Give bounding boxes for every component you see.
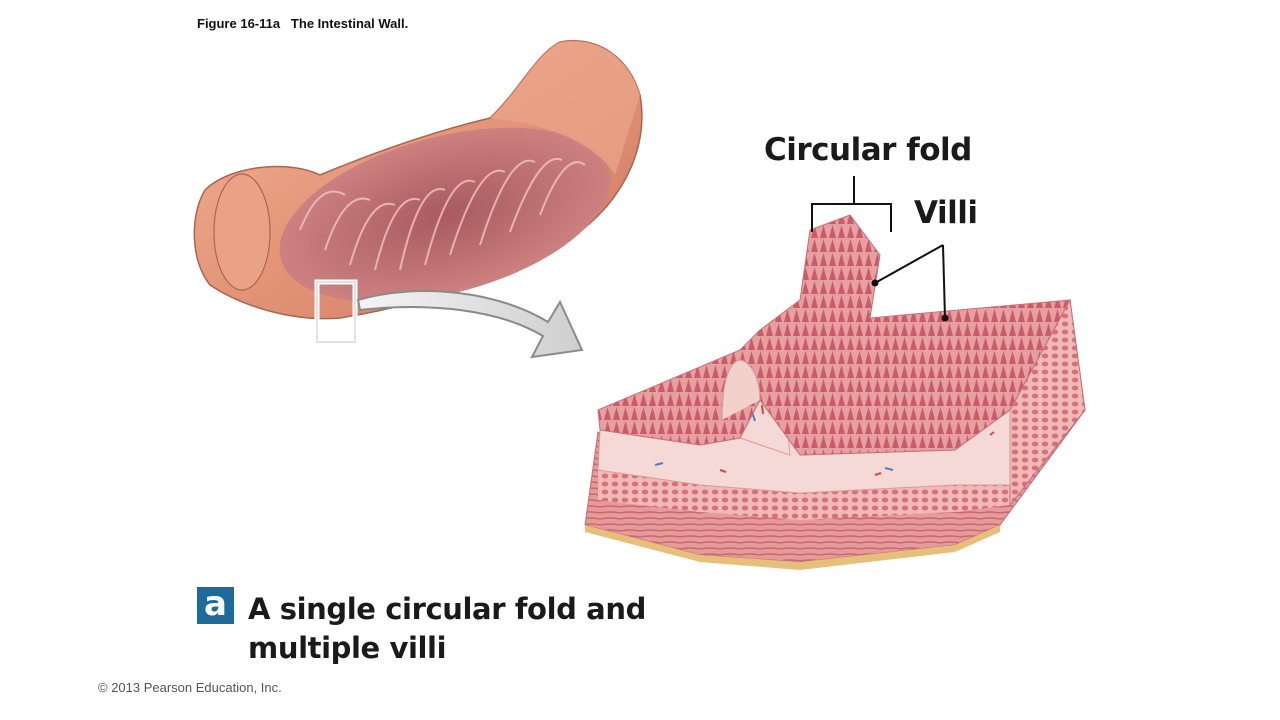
circular-fold-bracket (811, 176, 892, 232)
label-circular-fold: Circular fold (764, 132, 972, 168)
label-villi: Villi (914, 195, 978, 231)
villi-pointer-dot (871, 279, 879, 287)
tissue-block (584, 214, 1086, 570)
villi-pointer-dot (941, 314, 949, 322)
panel-caption: A single circular fold and multiple vill… (248, 590, 668, 668)
villi-leader-lines (874, 244, 946, 319)
figure-title: Figure 16-11a The Intestinal Wall. (197, 16, 409, 31)
intestine-tube (193, 40, 643, 345)
caption-line-1: A single circular fold and (248, 592, 646, 626)
panel-badge: a (197, 587, 234, 624)
copyright-notice: © 2013 Pearson Education, Inc. (98, 680, 282, 695)
caption-line-2: multiple villi (248, 631, 447, 665)
magnification-arrow (356, 290, 584, 359)
